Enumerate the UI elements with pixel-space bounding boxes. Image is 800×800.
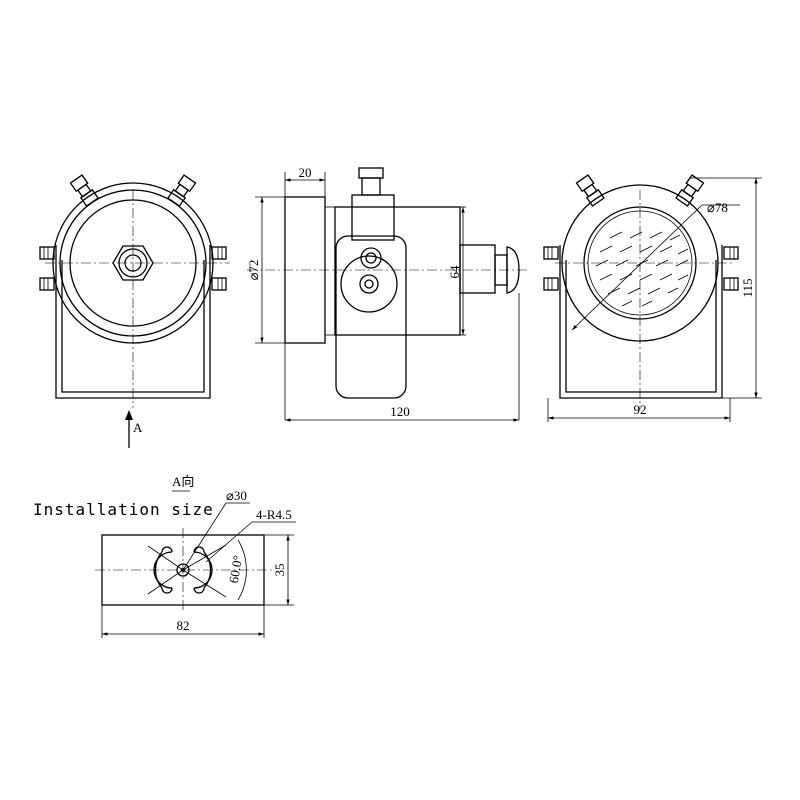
front-view — [39, 174, 230, 448]
dim-hole-diameter: ⌀30 — [226, 488, 247, 503]
dim-base-height: 35 — [272, 564, 287, 577]
installation-size-title: Installation size — [33, 500, 214, 519]
rear-view — [543, 174, 762, 422]
dim-length-120: 120 — [390, 404, 410, 419]
dim-slot-radius: 4-R4.5 — [256, 507, 292, 522]
dim-rear-width: 92 — [634, 402, 647, 417]
side-view — [247, 167, 530, 422]
view-arrow-label: A — [133, 420, 143, 435]
dim-base-width: 82 — [177, 618, 190, 633]
dim-flange-diameter: ⌀72 — [246, 260, 261, 281]
dim-lamp-height: 64 — [447, 265, 462, 279]
dim-lens-diameter: ⌀78 — [707, 200, 728, 215]
dim-flange-depth: 20 — [299, 165, 312, 180]
dim-angle: 60.0° — [226, 554, 246, 584]
installation-base-view — [95, 502, 296, 638]
view-a-title: A向 — [172, 474, 194, 489]
dim-rear-height: 115 — [740, 278, 755, 297]
